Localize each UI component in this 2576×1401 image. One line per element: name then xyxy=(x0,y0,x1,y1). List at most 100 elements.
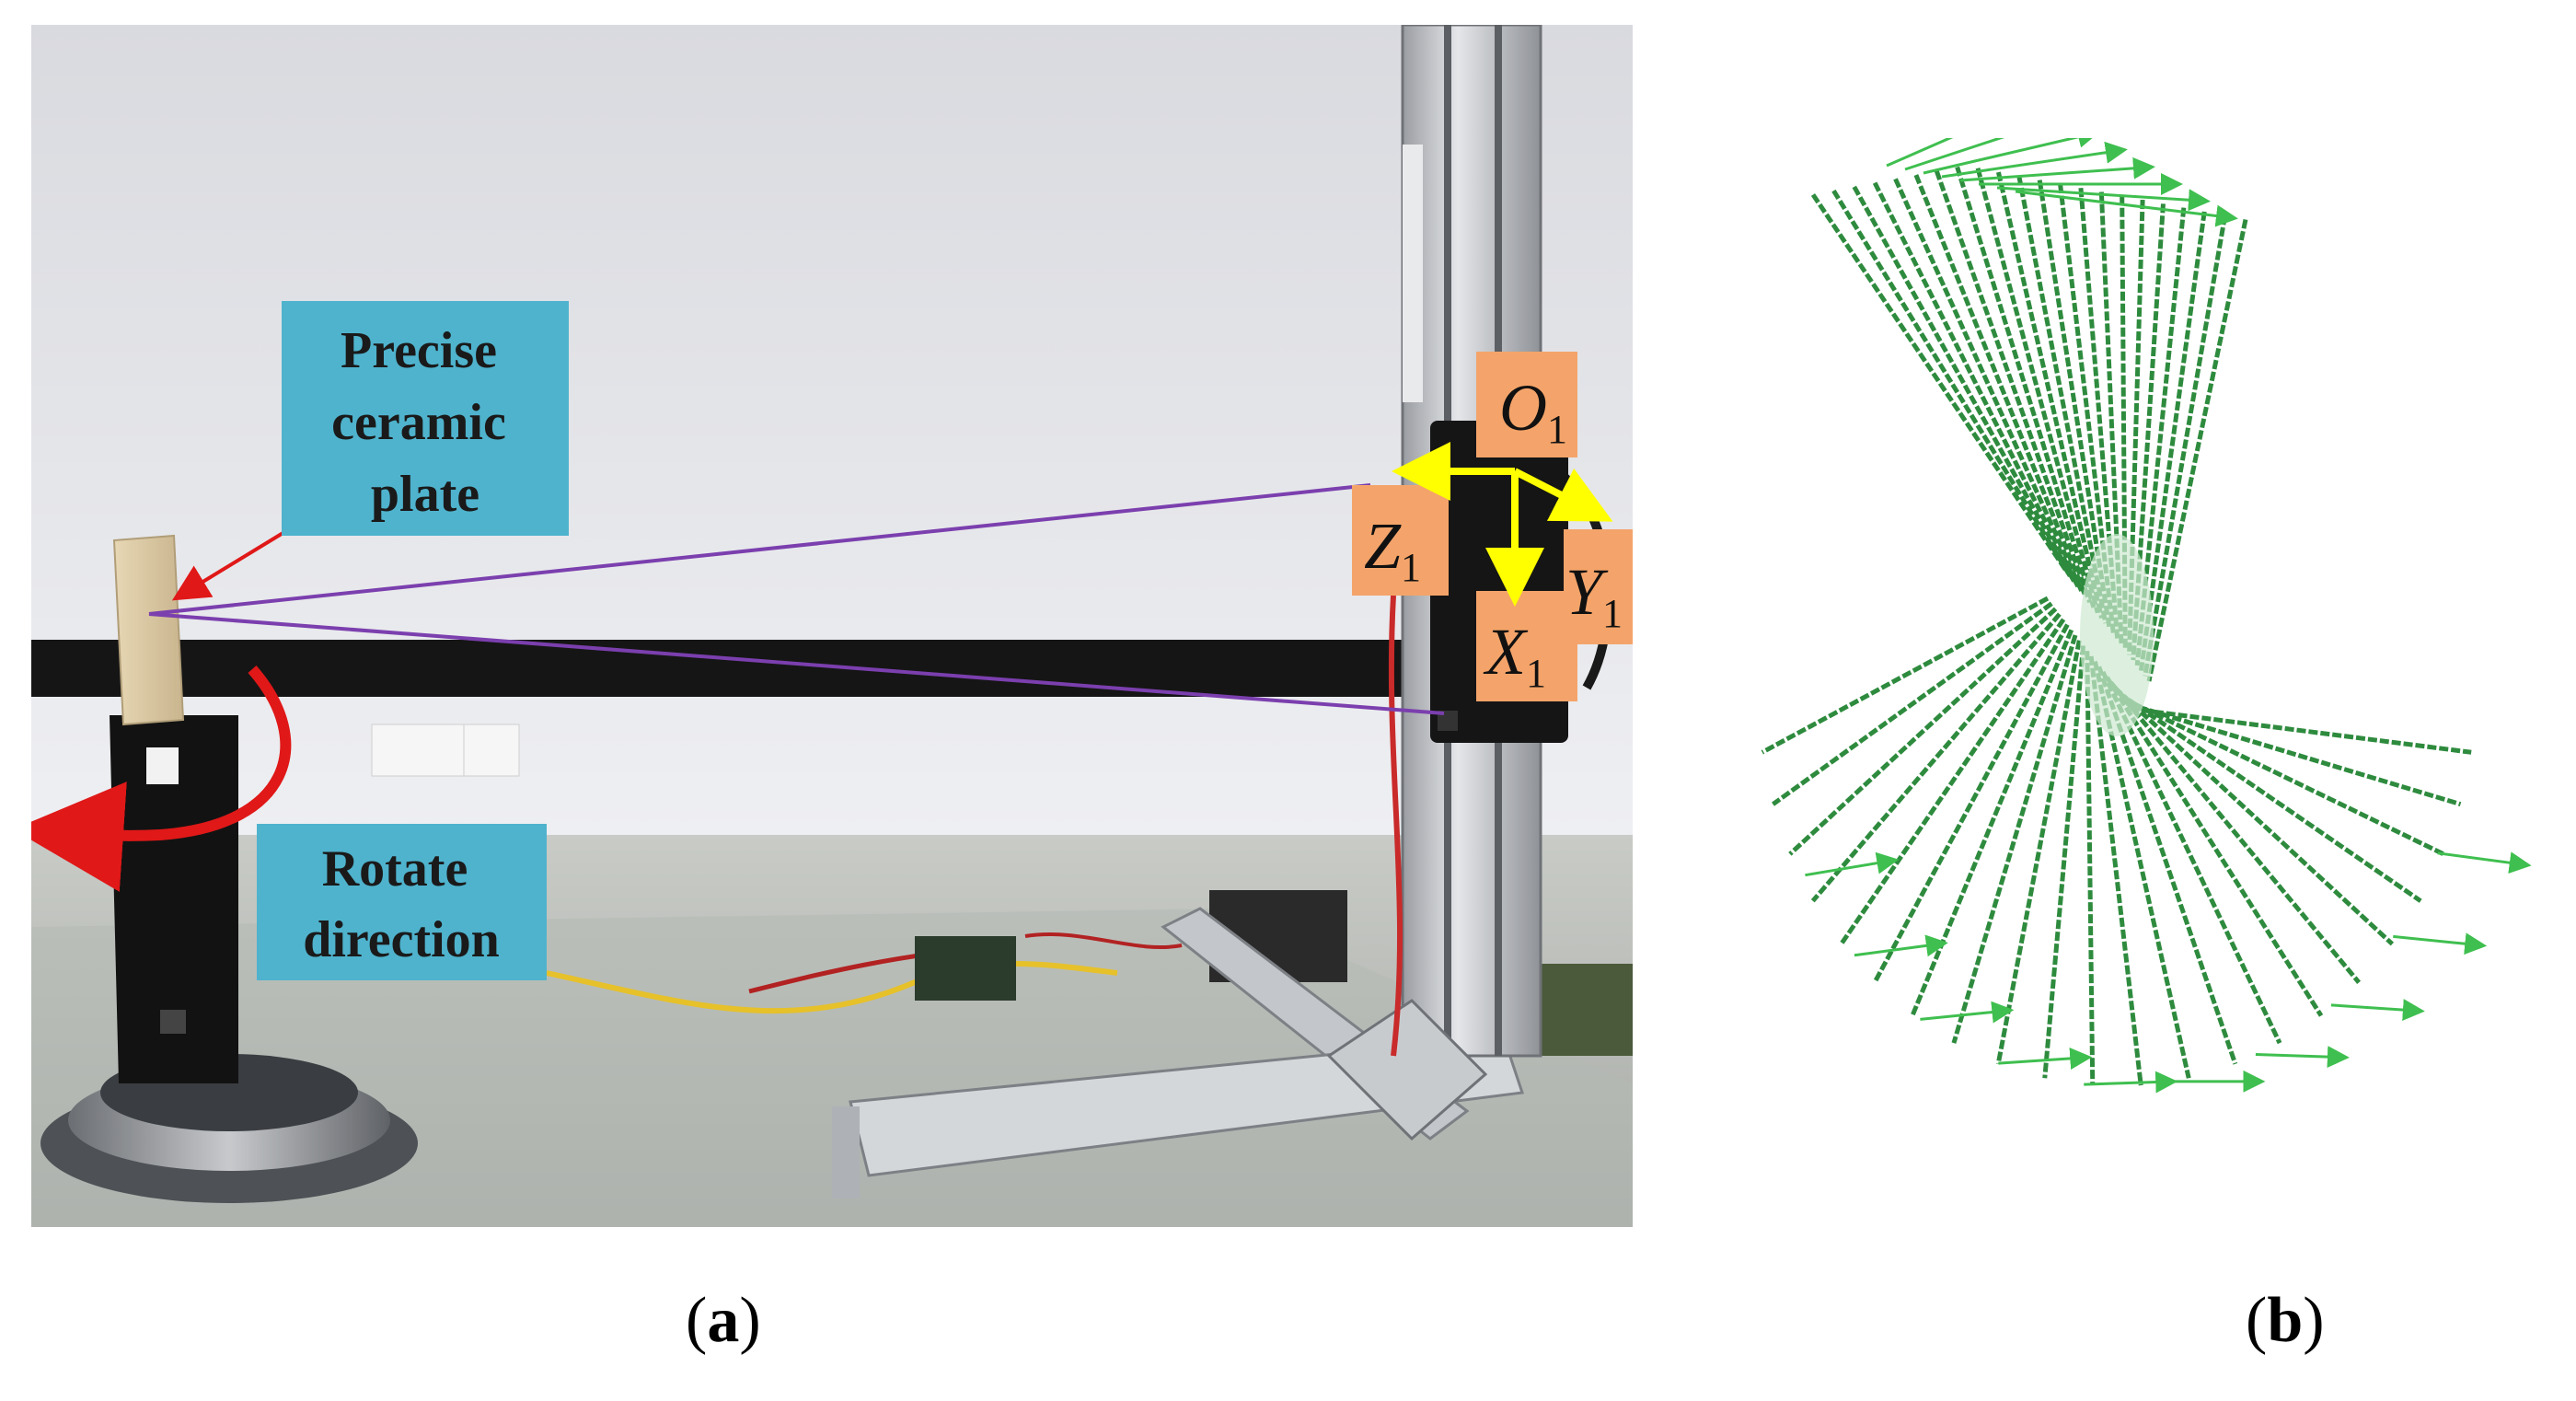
fixture-window xyxy=(146,747,179,784)
normal-vector-arrow xyxy=(2330,999,2425,1022)
scan-line-lower xyxy=(2092,661,2191,1079)
svg-text:Rotate direction: Rotate direction xyxy=(303,840,500,968)
normal-vector-arrow xyxy=(1998,1047,2093,1070)
scan-line-upper xyxy=(2143,214,2228,677)
axis-o-letter: O xyxy=(1499,371,1547,445)
caption-a-close: ) xyxy=(739,1285,761,1356)
normal-vector-arrow xyxy=(1805,851,1900,877)
scan-line-lower xyxy=(1772,601,2053,806)
rotate-label-line-1: Rotate xyxy=(322,840,468,897)
scan-line-lower xyxy=(1995,640,2082,1065)
scan-line-lower xyxy=(1839,618,2066,945)
scan-line-lower xyxy=(1951,634,2078,1044)
normal-vector-arrow xyxy=(2255,1046,2350,1069)
rotate-label-line-2: direction xyxy=(303,911,500,968)
normal-vector-arrow xyxy=(2393,932,2488,955)
caption-a-open: ( xyxy=(686,1285,708,1356)
scan-line-lower xyxy=(2088,655,2143,1086)
scan-line-lower xyxy=(1761,596,2050,755)
scan-line-lower xyxy=(2125,700,2462,807)
scan-line-upper xyxy=(2131,203,2166,661)
ceramic-plate xyxy=(112,534,185,726)
plate-fixture xyxy=(110,715,238,1083)
scan-line-upper xyxy=(1831,189,2073,578)
scan-line-upper xyxy=(2138,211,2207,671)
svg-text:Precise ceramic pl: Precise ceramic plate xyxy=(331,322,519,523)
axis-o-sub: 1 xyxy=(1547,407,1567,452)
normal-vector-arrow xyxy=(1886,138,1954,168)
cable xyxy=(546,961,1118,1014)
plate-label-box: Precise ceramic plate xyxy=(282,301,569,536)
scan-line-lower xyxy=(2085,651,2096,1086)
svg-text:O1: O1 xyxy=(1499,371,1567,452)
scan-line-upper xyxy=(1872,181,2081,588)
scan-line-lower xyxy=(2105,676,2324,1017)
rotate-label-box: Rotate direction xyxy=(257,824,547,980)
scan-line-lower xyxy=(1810,612,2062,903)
scan-line-lower xyxy=(2097,666,2238,1065)
laser-beam-upper xyxy=(148,483,1371,616)
axis-label-x1: X1 xyxy=(1476,591,1577,701)
waist-highlight xyxy=(2080,534,2154,736)
plate-pointer-arrow xyxy=(171,525,295,601)
normal-vector-arrow xyxy=(1959,156,2155,182)
scan-line-lower xyxy=(2108,680,2362,984)
normal-vector-arrow xyxy=(1904,138,2005,171)
scan-line-upper xyxy=(1975,168,2100,614)
scan-line-lower xyxy=(2113,686,2395,946)
axis-z-sub: 1 xyxy=(1401,545,1421,590)
caption-b-open: ( xyxy=(2246,1285,2268,1356)
normal-vector-arrow xyxy=(1854,934,1948,957)
scan-line-upper xyxy=(1913,174,2088,598)
scan-line-lower xyxy=(2121,696,2445,857)
svg-text:Y1: Y1 xyxy=(1565,555,1623,636)
axis-x-sub: 1 xyxy=(1526,651,1546,696)
caption-b-close: ) xyxy=(2303,1285,2325,1356)
scan-line-upper xyxy=(2016,175,2108,624)
axis-label-o1: O1 xyxy=(1476,352,1577,457)
scan-line-lower xyxy=(2100,670,2282,1045)
scan-line-upper xyxy=(1852,185,2076,583)
normal-vector-arrow xyxy=(2015,190,2238,227)
normal-vector-arrow xyxy=(1923,138,2100,175)
lab-setup-photo: Precise ceramic plate Rotate direction O… xyxy=(31,25,1633,1227)
scan-line-upper xyxy=(1955,166,2097,608)
scan-line-fan xyxy=(1761,138,2532,1094)
plate-label-line-3: plate xyxy=(371,466,479,523)
plate-label-line-2: ceramic xyxy=(331,394,506,451)
column-tab xyxy=(1403,145,1423,402)
scan-line-lower xyxy=(2130,706,2472,755)
normal-vector-arrow xyxy=(2084,1071,2178,1094)
scan-line-lower xyxy=(1788,607,2058,856)
normal-vector-arrow xyxy=(1996,186,2211,212)
wall-outlet xyxy=(371,724,474,777)
svg-text:X1: X1 xyxy=(1483,615,1546,696)
rotate-direction-arrow xyxy=(31,666,292,892)
axis-label-z1: Z1 xyxy=(1352,485,1449,596)
scan-line-lower xyxy=(2117,690,2422,903)
glass-table xyxy=(31,909,1633,1227)
caption-b-letter: b xyxy=(2267,1285,2304,1356)
y-axis-arrow xyxy=(1513,468,1613,522)
axis-y-letter: Y xyxy=(1565,555,1609,629)
caption-a: (a) xyxy=(686,1289,761,1353)
scan-line-lower xyxy=(1872,623,2070,984)
caption-a-letter: a xyxy=(707,1285,740,1356)
normal-vector-arrow xyxy=(1941,141,2128,179)
axis-label-y1: Y1 xyxy=(1564,529,1633,644)
cable xyxy=(1024,932,1183,950)
scan-line-lower xyxy=(2042,645,2086,1079)
normal-vector-arrow xyxy=(2437,851,2532,874)
caption-b: (b) xyxy=(2246,1289,2325,1353)
scan-lines-figure xyxy=(1761,138,2532,1094)
column-bracket xyxy=(1326,999,1488,1141)
circuit-board xyxy=(915,936,1016,1001)
scanner-window xyxy=(1438,711,1458,731)
scan-line-upper xyxy=(1934,169,2093,604)
wall-trim xyxy=(31,640,1412,697)
scan-line-upper xyxy=(1995,171,2105,619)
laser-beam-lower xyxy=(148,612,1445,715)
normal-vector-arrow xyxy=(1920,1001,2015,1024)
axis-x-letter: X xyxy=(1483,615,1529,689)
wall-outlet xyxy=(463,724,520,777)
